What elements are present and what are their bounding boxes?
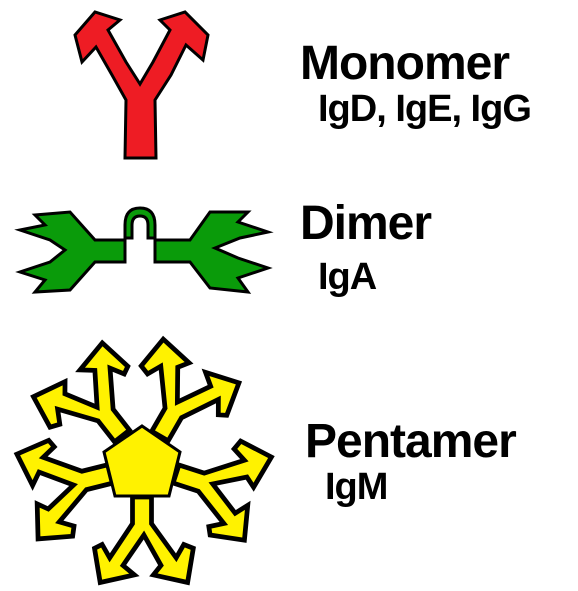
dimer-antibody-icon <box>20 208 268 292</box>
pentamer-antibody-icon <box>16 336 274 582</box>
dimer-label: Dimer <box>300 200 431 248</box>
monomer-label: Monomer <box>300 40 509 88</box>
dimer-members-label: IgA <box>318 258 376 296</box>
pentamer-members-label: IgM <box>325 468 387 506</box>
monomer-members-label: IgD, IgE, IgG <box>318 90 531 128</box>
monomer-antibody-icon <box>75 12 208 158</box>
pentamer-label: Pentamer <box>305 418 516 466</box>
